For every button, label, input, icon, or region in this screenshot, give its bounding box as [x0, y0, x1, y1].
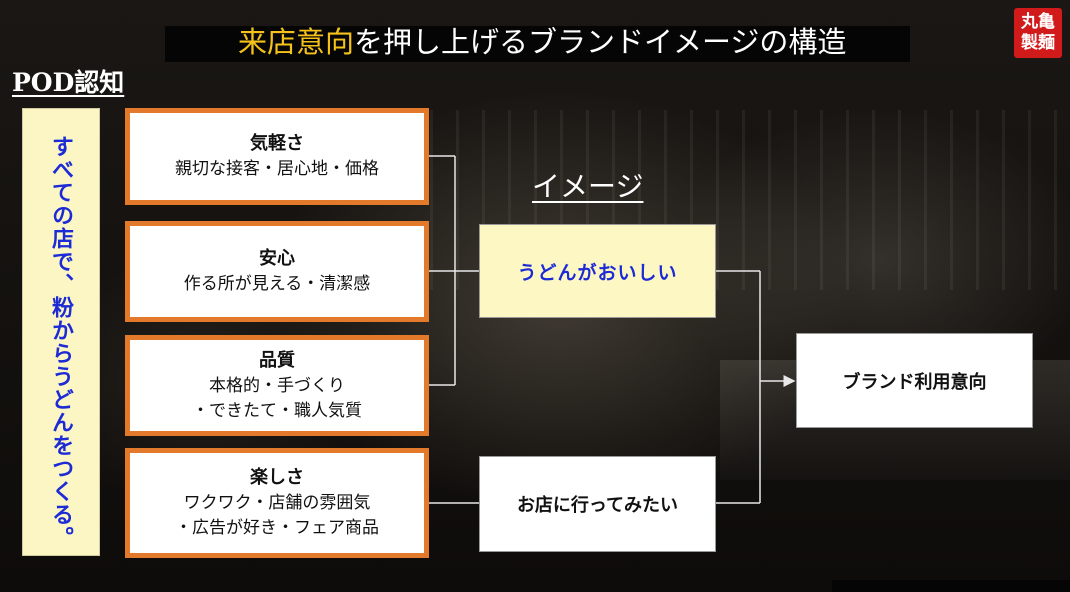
brand-logo: 丸亀 製麺: [1014, 8, 1062, 58]
attribute-box-safety: 安心 作る所が見える・清潔感: [125, 221, 429, 322]
attribute-line: 本格的・手づくり: [209, 375, 345, 396]
attribute-heading: 楽しさ: [250, 467, 304, 488]
image-box-tasty: うどんがおいしい: [479, 224, 716, 318]
title-accent: 来店意向: [238, 25, 355, 59]
attribute-heading: 気軽さ: [250, 133, 304, 154]
attribute-box-fun: 楽しさ ワクワク・店舗の雰囲気 ・広告が好き・フェア商品: [125, 448, 429, 558]
attribute-line: 作る所が見える・清潔感: [183, 274, 371, 294]
pod-statement-box: すべての店で、粉からうどんをつくる。: [22, 108, 100, 556]
attribute-box-quality: 品質 本格的・手づくり ・できたて・職人気質: [125, 335, 429, 436]
image-box-visit: お店に行ってみたい: [479, 456, 716, 552]
outcome-box: ブランド利用意向: [796, 333, 1033, 428]
attribute-line: ・広告が好き・フェア商品: [175, 518, 379, 538]
attribute-box-casual: 気軽さ 親切な接客・居心地・価格: [125, 108, 429, 205]
pod-label: POD認知: [12, 68, 125, 97]
logo-line-1: 丸亀: [1021, 12, 1055, 32]
attribute-line: ワクワク・店舗の雰囲気: [183, 493, 371, 513]
logo-line-2: 製麺: [1021, 33, 1055, 53]
slide-title: 来店意向を押し上げるブランドイメージの構造: [238, 24, 846, 60]
footer-bar: [832, 580, 1070, 592]
attribute-line: 親切な接客・居心地・価格: [175, 159, 379, 179]
attribute-heading: 品質: [259, 349, 295, 371]
title-rest: を押し上げるブランドイメージの構造: [354, 25, 847, 59]
pod-statement: すべての店で、粉からうどんをつくる。: [48, 135, 74, 549]
attribute-line: ・できたて・職人気質: [192, 400, 362, 421]
image-label: イメージ: [532, 170, 644, 203]
title-bar: [165, 26, 910, 62]
attribute-heading: 安心: [259, 248, 295, 269]
